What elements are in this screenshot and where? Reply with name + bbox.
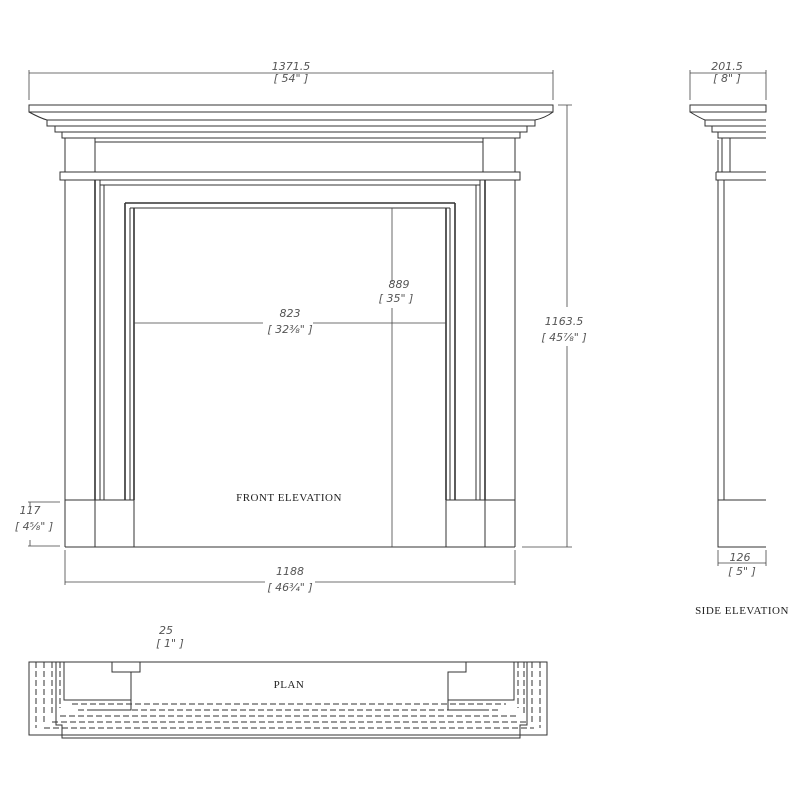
dim-inner-width-in: [ 46¾" ] [267,581,312,594]
dim-opening-width-in: [ 32⅜" ] [267,323,312,336]
dim-overall-height-mm: 1163.5 [545,315,584,328]
front-elevation-label: FRONT ELEVATION [236,492,342,504]
dim-opening-height-mm: 889 [389,278,410,291]
dim-overall-width-mm: 1371.5 [272,60,311,73]
plan-view: PLAN 25 [ 1" ] [28,624,548,739]
dim-plinth-height-mm: 117 [20,504,41,517]
dim-shelf-depth-in: [ 8" ] [713,72,741,85]
side-elevation-label: SIDE ELEVATION [695,605,789,617]
side-elevation: 201.5 [ 8" ] 126 [ 5" ] SIDE ELEVATION [689,60,789,617]
dim-rebate-in: [ 1" ] [156,637,184,650]
plan-label: PLAN [274,679,305,691]
dim-plinth-height-in: [ 4⅝" ] [15,520,53,533]
front-elevation: FRONT ELEVATION 1371.5 [ 54" ] 889 [ 35"… [15,60,587,594]
dim-shelf-depth-mm: 201.5 [711,60,743,73]
dim-opening-height-in: [ 35" ] [379,292,414,305]
dim-opening-width-mm: 823 [280,307,301,320]
dim-rebate-mm: 25 [159,624,173,637]
dim-overall-width-in: [ 54" ] [274,72,309,85]
dim-inner-width-mm: 1188 [276,565,304,578]
dim-leg-depth-mm: 126 [730,551,751,564]
dim-overall-height-in: [ 45⅞" ] [541,331,586,344]
dim-leg-depth-in: [ 5" ] [728,565,756,578]
